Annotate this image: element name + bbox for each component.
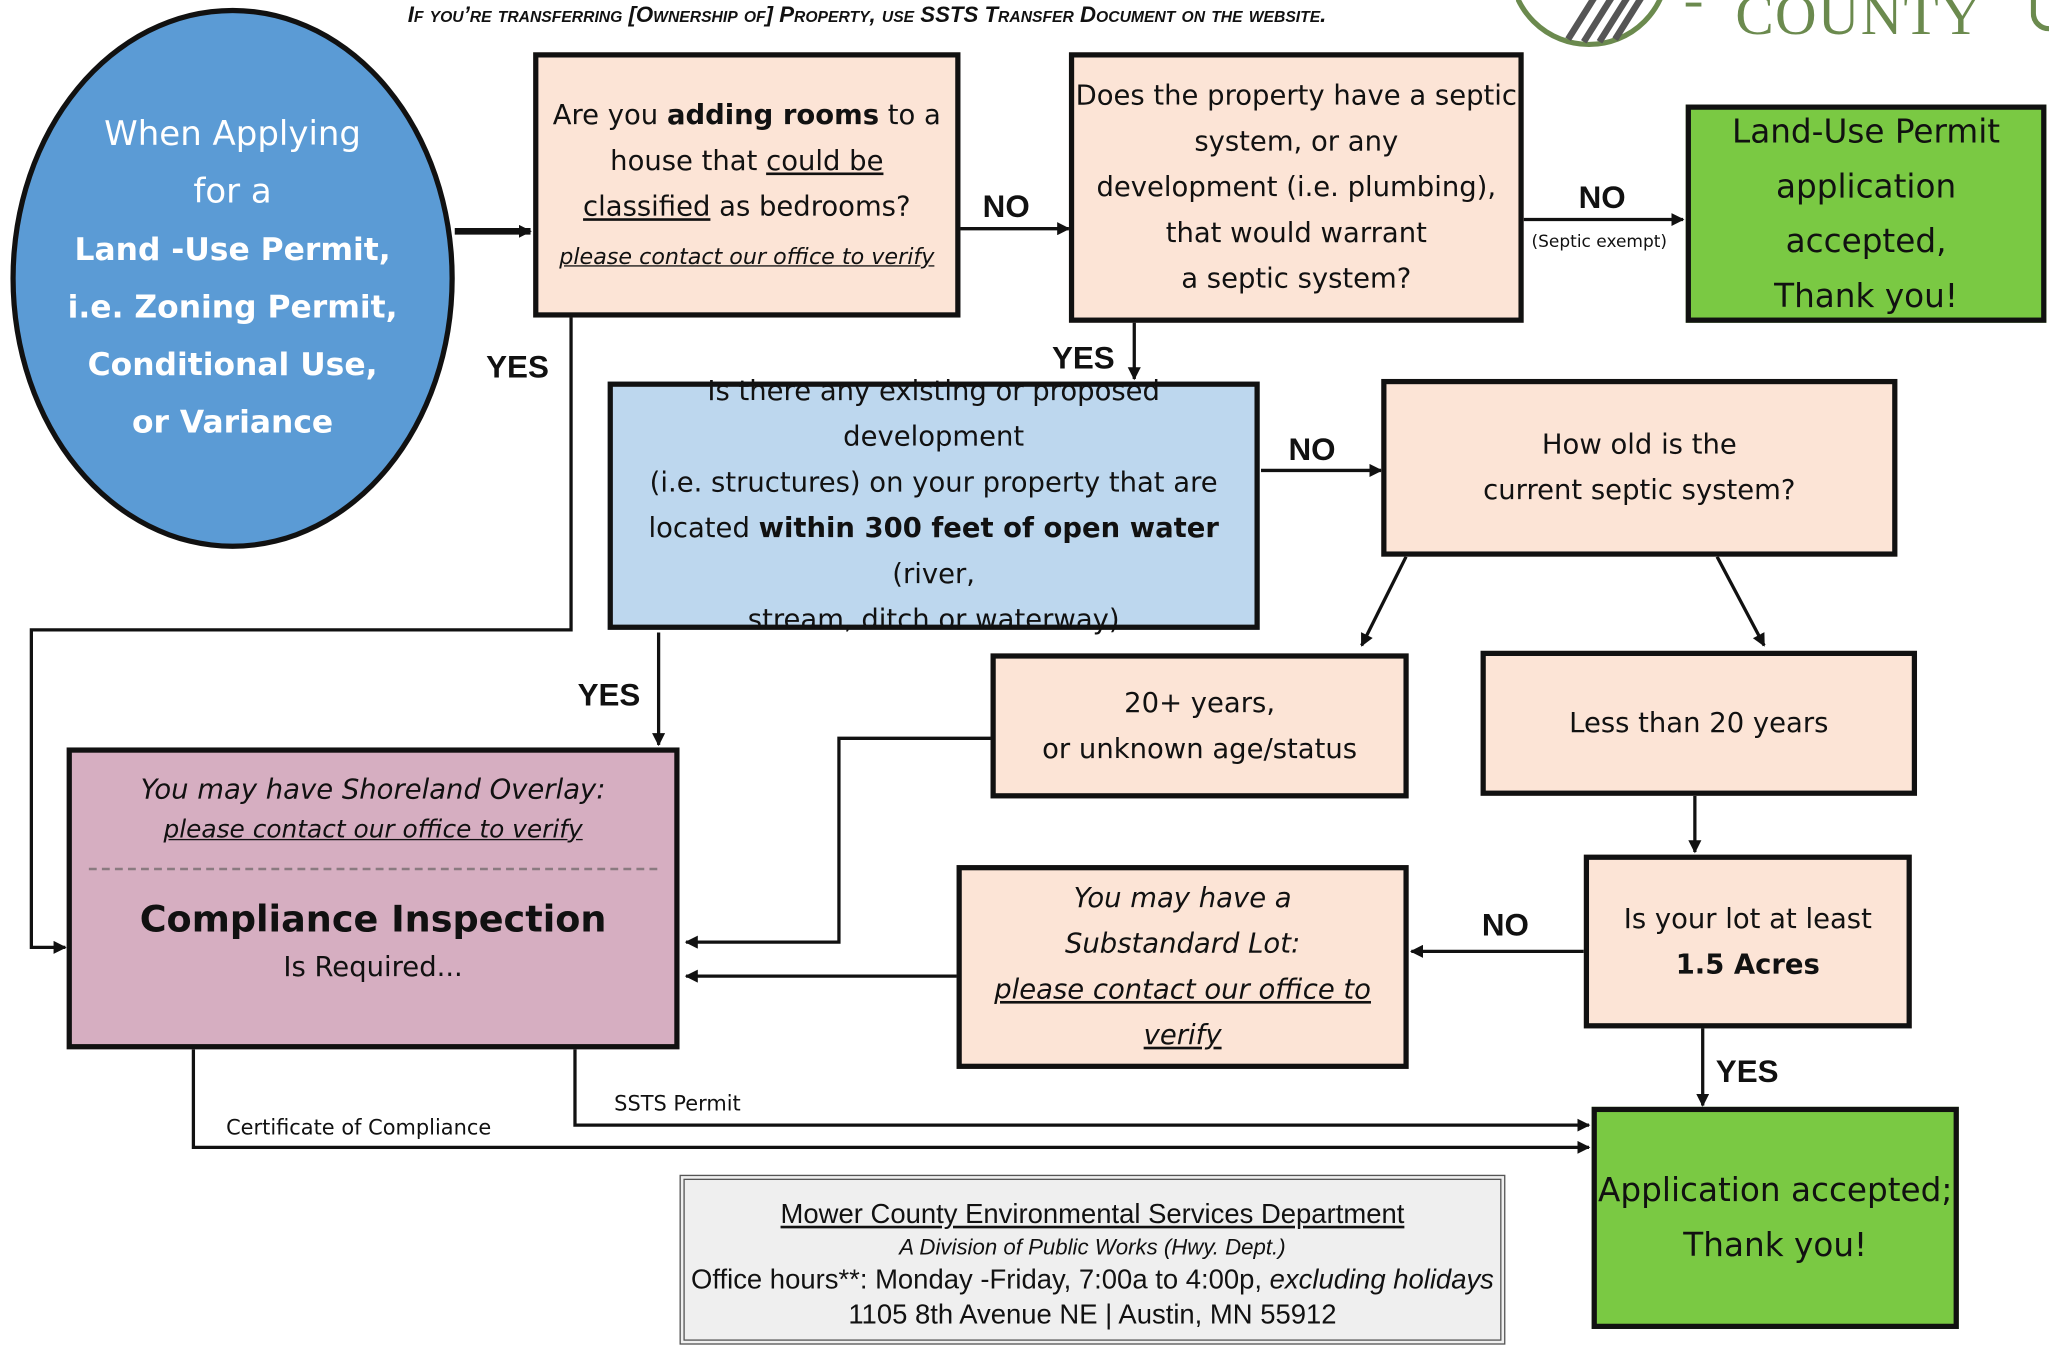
water-line3-post: (river, bbox=[892, 557, 976, 590]
septic-line-1: Does the property have a septic bbox=[1075, 79, 1518, 112]
septic-line-2: system, or any bbox=[1194, 125, 1399, 157]
start-line-5: Conditional Use, bbox=[87, 346, 378, 383]
label-yes-water: YES bbox=[577, 678, 641, 714]
question-septic-system: Does the property have a septic system, … bbox=[1068, 52, 1524, 323]
water-line-4: stream, ditch or waterway) bbox=[747, 603, 1120, 636]
department-name: Mower County Environmental Services Depa… bbox=[780, 1199, 1405, 1230]
start-line-1: When Applying bbox=[104, 114, 362, 155]
compliance-subtitle: Is Required... bbox=[283, 951, 463, 983]
transfer-notice: If you’re transferring [Ownership of] Pr… bbox=[407, 2, 1327, 28]
question-septic-age: How old is the current septic system? bbox=[1381, 378, 1898, 557]
department-address: 1105 8th Avenue NE | Austin, MN 55912 bbox=[848, 1300, 1337, 1331]
old-line-2: or unknown age/status bbox=[1042, 732, 1358, 764]
landuse-line-3: Thank you! bbox=[1774, 276, 1958, 315]
substandard-line-1: You may have a bbox=[1073, 882, 1292, 914]
result-application-accepted: Application accepted; Thank you! bbox=[1591, 1106, 1959, 1329]
start-line-6: or Variance bbox=[131, 403, 334, 441]
rooms-contact-note: please contact our office to verify bbox=[559, 244, 935, 271]
logo-dash bbox=[1685, 2, 1702, 7]
start-circle: When Applying for a Land -Use Permit, i.… bbox=[10, 7, 455, 549]
rooms-line2-pre: house that bbox=[610, 145, 767, 177]
rooms-line3-post: as bedrooms? bbox=[710, 190, 911, 223]
age-line-1: How old is the bbox=[1541, 428, 1737, 460]
accepted-line-1: Application accepted; bbox=[1598, 1170, 1953, 1209]
answer-less-than-20-years: Less than 20 years bbox=[1480, 650, 1918, 796]
office-hours: Office hours**: Monday -Friday, 7:00a to… bbox=[691, 1264, 1270, 1295]
logo-mark bbox=[2030, 0, 2049, 32]
shoreland-contact-note: please contact our office to verify bbox=[163, 815, 583, 845]
rooms-post: to a bbox=[879, 99, 941, 131]
compliance-title: Compliance Inspection bbox=[139, 897, 607, 941]
logo-text: COUNTY bbox=[1735, 0, 1983, 48]
lot-line-2: 1.5 Acres bbox=[1675, 948, 1820, 980]
label-yes-rooms: YES bbox=[486, 350, 549, 386]
arrow-age-to-new bbox=[1715, 555, 1766, 647]
label-yes-septic: YES bbox=[1051, 341, 1115, 377]
age-line-2: current septic system? bbox=[1483, 474, 1796, 506]
label-certificate-of-compliance: Certificate of Compliance bbox=[226, 1114, 492, 1140]
label-no-lot: NO bbox=[1481, 908, 1529, 944]
landuse-line-1: Land-Use Permit bbox=[1732, 111, 2001, 150]
label-yes-lot: YES bbox=[1715, 1054, 1779, 1090]
question-open-water: Is there any existing or proposed develo… bbox=[607, 375, 1260, 635]
department-division: A Division of Public Works (Hwy. Dept.) bbox=[899, 1234, 1286, 1260]
start-line-3: Land -Use Permit, bbox=[74, 231, 391, 268]
septic-line-4: that would warrant bbox=[1165, 216, 1427, 249]
start-line-4: i.e. Zoning Permit, bbox=[67, 288, 398, 326]
department-contact-box: Mower County Environmental Services Depa… bbox=[679, 1174, 1506, 1345]
arrow-certificate bbox=[191, 1049, 1591, 1154]
new-line-1: Less than 20 years bbox=[1569, 706, 1829, 739]
water-line3-bold: within 300 feet of open water bbox=[758, 512, 1219, 544]
rooms-bold: adding rooms bbox=[666, 99, 880, 131]
rooms-line2-underline: could be bbox=[766, 145, 884, 177]
shoreland-overlay-text: You may have Shoreland Overlay: bbox=[140, 773, 606, 805]
accepted-line-2: Thank you! bbox=[1683, 1225, 1868, 1264]
county-logo: COUNTY bbox=[1515, 0, 2049, 52]
old-line-1: 20+ years, bbox=[1124, 686, 1276, 719]
start-line-2: for a bbox=[193, 172, 272, 212]
substandard-contact-note: please contact our office to verify bbox=[994, 973, 1371, 1051]
label-no-water: NO bbox=[1288, 432, 1336, 468]
water-line3-pre: located bbox=[648, 512, 759, 544]
substandard-line-2: Substandard Lot: bbox=[1064, 927, 1301, 960]
compliance-inspection-box: You may have Shoreland Overlay: please c… bbox=[66, 747, 680, 1050]
rooms-line3-underline: classified bbox=[583, 190, 711, 223]
water-line-1: Is there any existing or proposed develo… bbox=[707, 375, 1160, 453]
answer-20-plus-years: 20+ years, or unknown age/status bbox=[990, 653, 1409, 799]
label-septic-exempt: (Septic exempt) bbox=[1531, 232, 1668, 253]
label-no-rooms: NO bbox=[982, 189, 1030, 225]
result-landuse-accepted: Land-Use Permit application accepted, Th… bbox=[1685, 104, 2047, 323]
landuse-line-2: application accepted, bbox=[1775, 166, 1957, 260]
label-no-septic: NO bbox=[1578, 180, 1626, 216]
water-line-2: (i.e. structures) on your property that … bbox=[649, 466, 1218, 498]
arrow-ssts-permit bbox=[573, 1049, 1591, 1132]
septic-line-5: a septic system? bbox=[1181, 262, 1412, 295]
arrow-age-to-old bbox=[1360, 555, 1408, 647]
arrow-old-to-compliance bbox=[684, 736, 991, 949]
lot-line-1: Is your lot at least bbox=[1623, 902, 1872, 934]
rooms-pre: Are you bbox=[552, 99, 667, 131]
question-adding-rooms: Are you adding rooms to a house that cou… bbox=[533, 52, 961, 318]
logo-emblem-icon bbox=[1515, 0, 1663, 48]
septic-line-3: development (i.e. plumbing), bbox=[1096, 171, 1497, 203]
substandard-lot: You may have a Substandard Lot: please c… bbox=[956, 865, 1409, 1069]
office-hours-exclusion: excluding holidays bbox=[1269, 1264, 1494, 1295]
question-lot-size: Is your lot at least 1.5 Acres bbox=[1583, 854, 1912, 1029]
dashed-divider bbox=[88, 867, 658, 871]
arrow-rooms-to-compliance bbox=[29, 317, 573, 954]
label-ssts-permit: SSTS Permit bbox=[614, 1091, 741, 1116]
